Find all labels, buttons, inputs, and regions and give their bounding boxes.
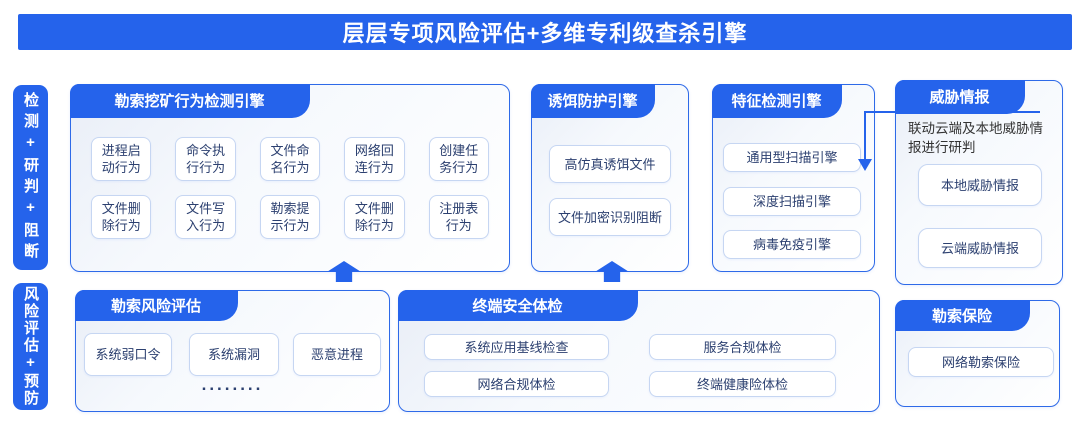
risk-card: 恶意进程 [293, 333, 381, 376]
threat-intel-card: 本地威胁情报 [918, 164, 1042, 206]
checkup-card: 系统应用基线检查 [424, 334, 609, 360]
decoy-card: 高仿真诱饵文件 [549, 145, 671, 183]
insurance-card: 网络勒索保险 [908, 347, 1054, 377]
signature-card: 病毒免疫引擎 [723, 230, 861, 259]
panel-risk-assessment-tab: 勒索风险评估 [74, 289, 238, 321]
behavior-card: 网络回连行为 [344, 137, 405, 181]
signature-card: 深度扫描引擎 [723, 187, 861, 216]
panel-threat-intel: 威胁情报 联动云端及本地威胁情报进行研判 本地威胁情报 云端威胁情报 [894, 79, 1063, 285]
risk-card: 系统漏洞 [189, 333, 279, 376]
side-label-detection: 检测+研判+阻断 [13, 85, 48, 270]
panel-threat-intel-tab: 威胁情报 [894, 79, 1025, 114]
checkup-card: 网络合规体检 [424, 371, 609, 397]
risk-card: 系统弱口令 [84, 333, 172, 376]
panel-ransom-mining-engine: 勒索挖矿行为检测引擎 进程启动行为 命令执行行为 文件命名行为 网络回连行为 创… [69, 83, 510, 272]
signature-card: 通用型扫描引擎 [723, 143, 861, 172]
behavior-card: 勒索提示行为 [259, 195, 321, 239]
checkup-card: 终端健康险体检 [649, 371, 836, 397]
panel-endpoint-checkup-tab: 终端安全体检 [397, 289, 638, 321]
risk-ellipsis: ........ [201, 375, 264, 394]
behavior-card: 进程启动行为 [91, 137, 152, 181]
panel-decoy-engine: 诱饵防护引擎 高仿真诱饵文件 文件加密识别阻断 [530, 83, 689, 272]
panel-signature-engine: 特征检测引擎 通用型扫描引擎 深度扫描引擎 病毒免疫引擎 [711, 83, 875, 272]
checkup-card: 服务合规体检 [649, 334, 836, 360]
banner-title: 层层专项风险评估+多维专利级查杀引擎 [342, 21, 748, 46]
panel-endpoint-checkup: 终端安全体检 系统应用基线检查 服务合规体检 网络合规体检 终端健康险体检 [397, 289, 880, 412]
behavior-card: 文件删除行为 [91, 195, 152, 239]
behavior-card: 文件命名行为 [259, 137, 321, 181]
behavior-card-grid: 进程启动行为 命令执行行为 文件命名行为 网络回连行为 创建任务行为 文件删除行… [91, 137, 489, 239]
decoy-card: 文件加密识别阻断 [549, 198, 671, 236]
panel-ransom-mining-tab: 勒索挖矿行为检测引擎 [69, 83, 310, 118]
panel-insurance-tab: 勒索保险 [894, 299, 1030, 331]
panel-decoy-tab: 诱饵防护引擎 [530, 83, 655, 118]
title-banner: 层层专项风险评估+多维专利级查杀引擎 [18, 14, 1072, 50]
threat-intel-card: 云端威胁情报 [918, 228, 1042, 268]
behavior-card: 文件删除行为 [344, 195, 405, 239]
panel-insurance: 勒索保险 网络勒索保险 [894, 299, 1060, 407]
behavior-card: 命令执行行为 [175, 137, 236, 181]
side-label-prevention: 风险评估+预防 [13, 283, 48, 410]
behavior-card: 创建任务行为 [428, 137, 489, 181]
panel-risk-assessment: 勒索风险评估 系统弱口令 系统漏洞 恶意进程 ........ [74, 289, 390, 412]
behavior-card: 文件写入行为 [175, 195, 236, 239]
threat-intel-description: 联动云端及本地威胁情报进行研判 [908, 121, 1043, 155]
behavior-card: 注册表行为 [428, 195, 489, 239]
panel-signature-tab: 特征检测引擎 [711, 83, 842, 118]
